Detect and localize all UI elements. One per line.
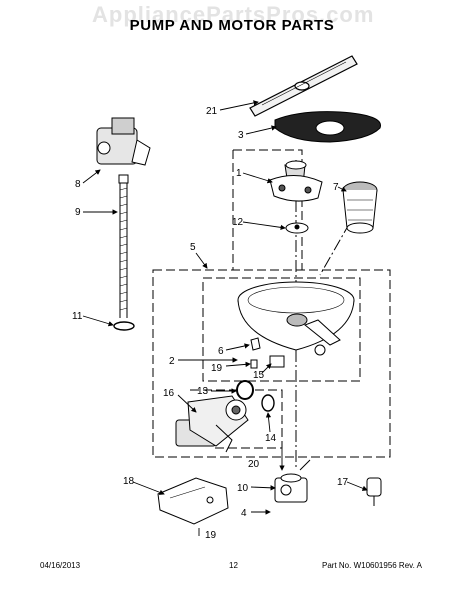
callout-11: 11 bbox=[72, 311, 83, 322]
callout-20: 20 bbox=[248, 459, 260, 470]
callout-2: 2 bbox=[169, 356, 175, 367]
watermark: AppliancePartsPros.com bbox=[92, 2, 375, 27]
page-title: PUMP AND MOTOR PARTS bbox=[129, 17, 335, 34]
motor-gasket bbox=[261, 394, 275, 412]
drain-pump-bracket bbox=[157, 477, 229, 525]
callout-19-lower: 19 bbox=[205, 530, 217, 541]
drain-sensor bbox=[366, 477, 382, 506]
hose-clamp bbox=[113, 321, 135, 331]
filter-screen bbox=[274, 111, 381, 143]
drain-hose bbox=[118, 174, 129, 318]
small-screws bbox=[250, 337, 261, 369]
turbidity-sensor bbox=[269, 355, 285, 368]
callout-6: 6 bbox=[218, 346, 224, 357]
callout-17: 17 bbox=[337, 477, 349, 488]
callout-13: 13 bbox=[197, 386, 209, 397]
footer-page-number: 12 bbox=[229, 561, 238, 570]
callout-21: 21 bbox=[206, 106, 218, 117]
callout-19-upper: 19 bbox=[211, 363, 223, 374]
footer-part-number: Part No. W10601956 Rev. A bbox=[322, 561, 422, 570]
footer-date: 04/16/2013 bbox=[40, 561, 81, 570]
callout-15: 15 bbox=[253, 370, 265, 381]
pump-seal bbox=[236, 380, 254, 400]
callout-16: 16 bbox=[163, 388, 175, 399]
callout-10: 10 bbox=[237, 483, 249, 494]
fine-filter bbox=[342, 181, 378, 234]
sump-assembly bbox=[237, 281, 355, 356]
diverter-motor bbox=[96, 117, 151, 166]
callout-12: 12 bbox=[232, 217, 244, 228]
callout-4: 4 bbox=[241, 508, 247, 519]
pump-motor bbox=[175, 395, 249, 453]
callout-14: 14 bbox=[265, 433, 277, 444]
callout-5: 5 bbox=[190, 242, 196, 253]
callout-3: 3 bbox=[238, 130, 244, 141]
callout-8: 8 bbox=[75, 179, 81, 190]
spray-arm bbox=[249, 55, 358, 117]
callout-7: 7 bbox=[333, 182, 339, 193]
pump-housing bbox=[269, 160, 323, 202]
callout-labels: 21 3 1 7 8 9 12 5 11 2 6 19 15 13 16 14 … bbox=[72, 106, 349, 541]
check-valve-disc bbox=[285, 222, 309, 234]
callout-1: 1 bbox=[236, 168, 242, 179]
leader-lines bbox=[82, 100, 368, 536]
callout-18: 18 bbox=[123, 476, 135, 487]
drain-pump bbox=[274, 459, 311, 503]
callout-9: 9 bbox=[75, 207, 81, 218]
